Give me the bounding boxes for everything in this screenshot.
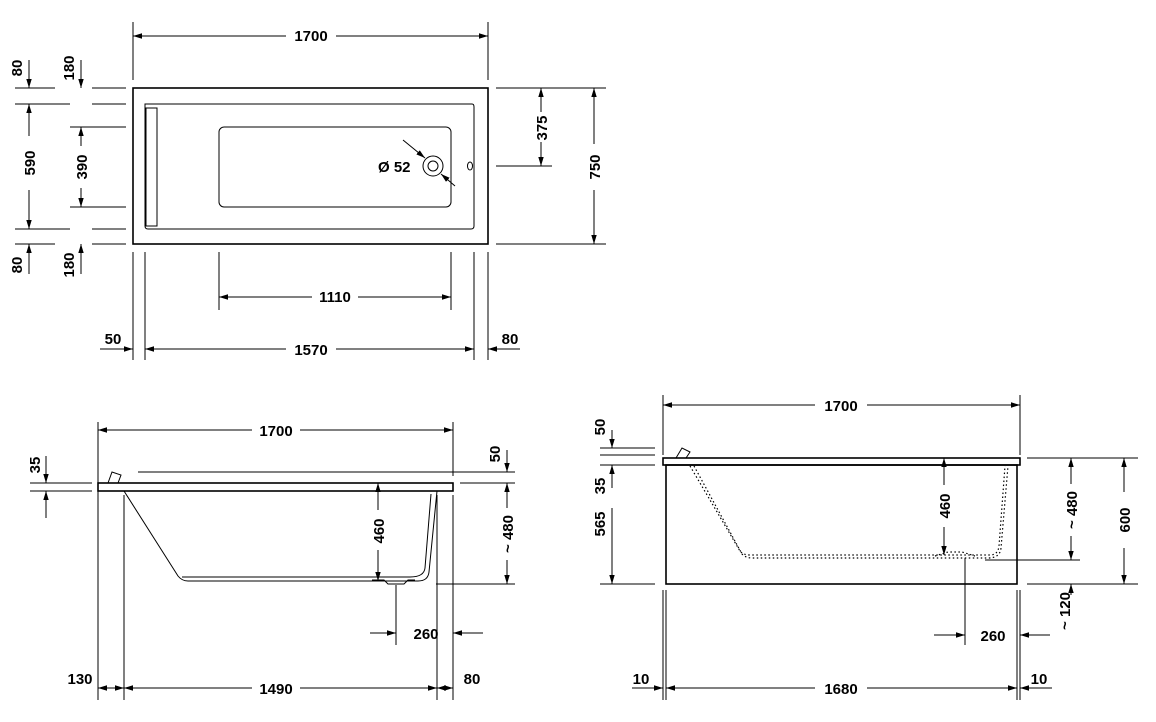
top-outlet-width-label: 390 [74, 154, 91, 179]
front-height-label: ~ 480 [1064, 491, 1081, 529]
top-outlet-offset-label: 375 [534, 115, 551, 140]
top-inner-length-label: 1570 [294, 342, 327, 359]
front-tub-overflow-fitting [675, 447, 691, 459]
front-tub-panel [665, 464, 1018, 585]
front-rim-gap-label: 50 [592, 419, 609, 436]
drain-outer-ring [422, 155, 444, 177]
side-rim-thickness-label: 35 [27, 457, 44, 474]
top-left-rim-label: 50 [105, 331, 122, 348]
front-right-gap-label: 10 [1031, 671, 1048, 688]
front-feet-label: ~ 120 [1057, 592, 1074, 630]
side-tub-rim [97, 482, 454, 492]
side-tub-drain [372, 579, 415, 585]
front-panel-length-label: 1680 [824, 681, 857, 698]
front-tub-basin-hidden [689, 465, 1006, 556]
top-view-floor [218, 126, 452, 208]
top-length-label: 1700 [294, 28, 327, 45]
front-view: 1700 50 35 565 460 ~ 480 600 ~ 120 260 1… [592, 395, 1138, 700]
front-rim-thickness-label: 35 [592, 478, 609, 495]
side-height-label: ~ 480 [500, 515, 517, 553]
side-right-offset-label: 80 [464, 671, 481, 688]
front-drain-offset-label: 260 [980, 628, 1005, 645]
front-panel-height-label: 565 [592, 511, 609, 536]
top-view-inner-basin [144, 103, 475, 230]
top-rim-top-label: 80 [9, 60, 26, 77]
side-top-offset-label: 50 [487, 446, 504, 463]
top-drain-diameter-label: Ø 52 [378, 159, 411, 176]
top-rim-bottom-label: 80 [9, 257, 26, 274]
top-view: Ø 52 1700 80 180 590 390 80 180 [9, 22, 606, 360]
top-width-label: 750 [587, 154, 604, 179]
front-length-label: 1700 [824, 398, 857, 415]
front-tub-drain [934, 551, 976, 557]
side-tub-overflow-fitting [107, 471, 122, 484]
front-depth-label: 460 [937, 493, 954, 518]
side-tub-body [123, 490, 438, 582]
top-inner-width-label: 590 [22, 150, 39, 175]
side-length-label: 1700 [259, 423, 292, 440]
top-view-outer-rim [132, 87, 489, 245]
drain-inner-ring [427, 160, 439, 172]
front-left-gap-label: 10 [633, 671, 650, 688]
side-bottom-length-label: 1490 [259, 681, 292, 698]
side-drain-offset-label: 260 [413, 626, 438, 643]
overflow-icon [467, 161, 473, 171]
top-offset-bottom-label: 180 [61, 252, 78, 277]
front-tub-rim [662, 457, 1021, 466]
side-left-offset-label: 130 [67, 671, 92, 688]
top-view-backrest [145, 107, 158, 227]
top-offset-top-label: 180 [61, 55, 78, 80]
side-view: 1700 35 50 460 ~ 480 260 130 1490 80 [27, 422, 517, 700]
side-depth-label: 460 [371, 518, 388, 543]
top-outlet-length-label: 1110 [319, 289, 351, 306]
front-total-height-label: 600 [1117, 507, 1134, 532]
top-right-rim-label: 80 [502, 331, 519, 348]
